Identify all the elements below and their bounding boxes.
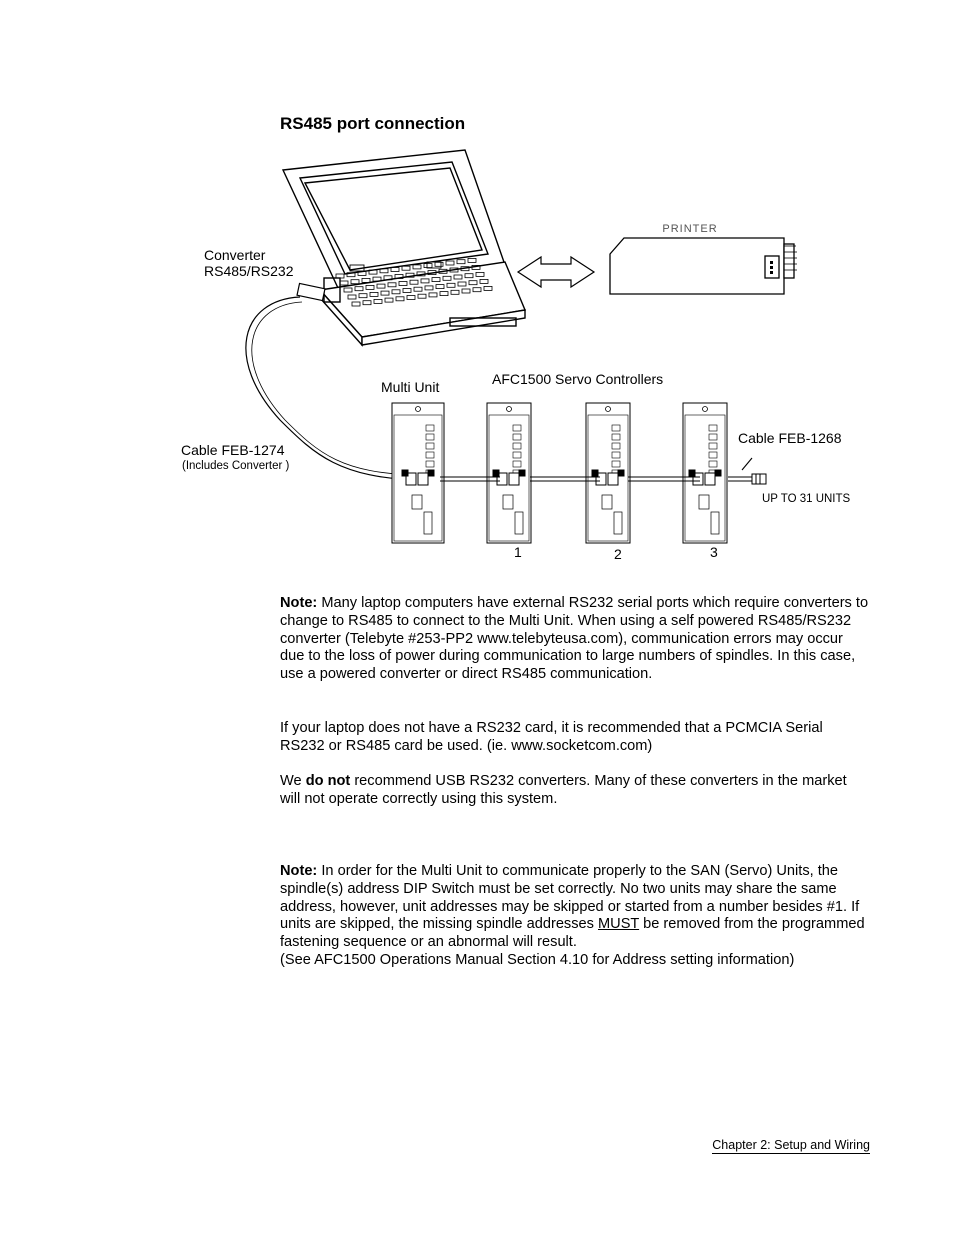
usb-text-pre: We: [280, 773, 306, 789]
note-2-text-a: In order for the Multi Unit to communica…: [280, 863, 860, 933]
note-2-text-b: be removed from the programmed fastening…: [280, 916, 865, 951]
unit-number-1: 1: [514, 544, 522, 560]
cable-end-connector: [751, 473, 767, 485]
note-1-text: Many laptop computers have external RS23…: [280, 595, 869, 683]
multi-unit-label: Multi Unit: [381, 379, 440, 395]
laptop-illustration: [281, 149, 526, 347]
usb-text-bold: do not: [305, 773, 351, 789]
paragraph-pcmcia-text: If your laptop does not have a RS232 car…: [280, 720, 823, 754]
page-footer: Chapter 2: Setup and Wiring: [712, 1138, 870, 1154]
note-2-must: MUST: [598, 916, 640, 933]
unit-number-3: 3: [710, 544, 718, 560]
converter-label-line1: Converter: [204, 247, 266, 263]
note-2-label: Note:: [280, 863, 318, 879]
connection-diagram: PRINTER: [245, 149, 797, 544]
servo-controllers-label: AFC1500 Servo Controllers: [492, 371, 664, 387]
double-arrow-icon: [516, 255, 596, 289]
cable-1274-sublabel: (Includes Converter ): [182, 460, 290, 472]
note-paragraph-1: Note: Many laptop computers have externa…: [280, 595, 870, 684]
servo-unit-1-box: [486, 402, 532, 544]
up-to-units-label: UP TO 31 UNITS: [762, 493, 851, 505]
note-2-last-line: (See AFC1500 Operations Manual Section 4…: [280, 951, 795, 968]
servo-unit-2-box: [585, 402, 631, 544]
unit-number-2: 2: [614, 546, 622, 562]
cable-feb-1274: [245, 296, 421, 481]
converter-label-line2: RS485/RS232: [204, 263, 294, 279]
printer-label: PRINTER: [662, 223, 717, 235]
printer-illustration: [609, 237, 797, 295]
section-title: RS485 port connection: [280, 114, 466, 133]
converter-icon: [296, 282, 326, 302]
paragraph-usb: We do not recommend USB RS232 converters…: [280, 773, 870, 809]
usb-text-post: recommend USB RS232 converters. Many of …: [280, 773, 847, 807]
cable-daisy-chain: [440, 457, 755, 482]
paragraph-pcmcia: If your laptop does not have a RS232 car…: [280, 720, 870, 756]
note-1-label: Note:: [280, 595, 318, 611]
servo-unit-3-box: [682, 402, 728, 544]
multi-unit-box: [391, 402, 445, 544]
cable-1274-label: Cable FEB-1274: [181, 442, 285, 458]
note-paragraph-2: Note: In order for the Multi Unit to com…: [280, 863, 870, 970]
cable-1268-label: Cable FEB-1268: [738, 430, 842, 446]
